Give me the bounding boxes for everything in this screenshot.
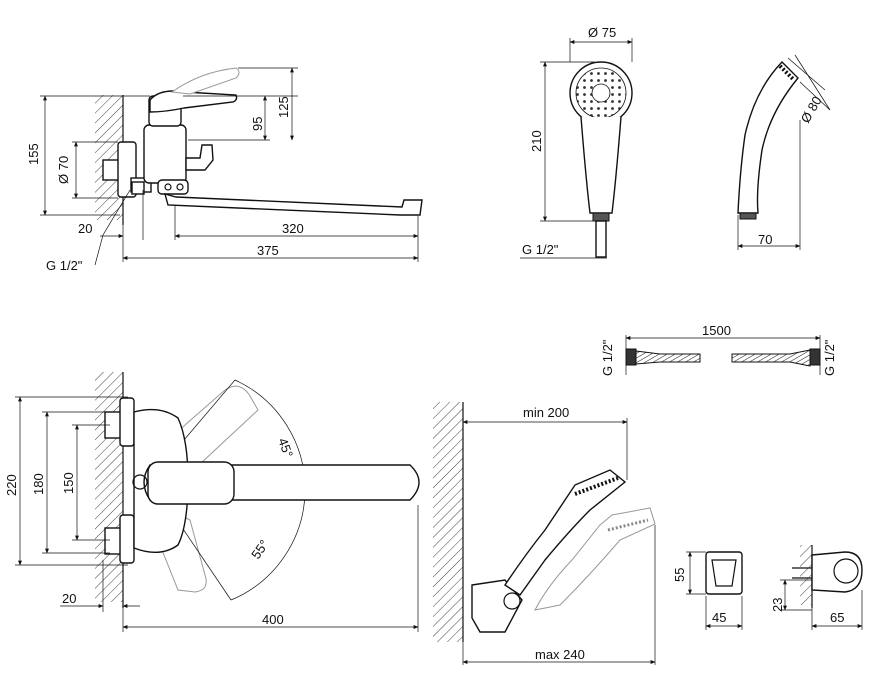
dim-125: 125 xyxy=(276,96,291,118)
dim-95: 95 xyxy=(250,117,265,131)
dim-55: 55 xyxy=(672,568,687,582)
angle-55: 55° xyxy=(248,537,272,562)
dim-75-diameter: Ø 75 xyxy=(588,25,616,40)
thread-g12-hose-left: G 1/2" xyxy=(600,339,615,376)
thread-g12-mixer: G 1/2" xyxy=(46,258,83,273)
wall-hatch xyxy=(800,545,812,605)
wall-hatch xyxy=(95,372,123,602)
dim-180: 180 xyxy=(31,473,46,495)
angle-45: 45° xyxy=(275,436,296,460)
wall-hatch xyxy=(433,402,463,642)
mixer-top-view xyxy=(15,372,420,632)
dim-max-240: max 240 xyxy=(535,647,585,662)
dim-20-bottom: 20 xyxy=(62,591,76,606)
hand-shower-front xyxy=(520,38,633,259)
dim-150: 150 xyxy=(61,472,76,494)
holder-front xyxy=(686,551,743,630)
dim-80-diameter: Ø 80 xyxy=(798,94,825,126)
dim-155: 155 xyxy=(26,143,41,165)
shower-hose xyxy=(625,335,821,375)
thread-g12-hose-right: G 1/2" xyxy=(822,339,837,376)
shower-holder-installation xyxy=(433,402,656,665)
dim-220: 220 xyxy=(4,474,19,496)
dim-23: 23 xyxy=(770,598,785,612)
hand-shower-side xyxy=(737,54,831,250)
dim-375: 375 xyxy=(257,243,279,258)
dim-45: 45 xyxy=(712,610,726,625)
holder-side xyxy=(780,545,863,630)
dim-320: 320 xyxy=(282,221,304,236)
dim-210: 210 xyxy=(529,130,544,152)
dim-min-200: min 200 xyxy=(523,405,569,420)
mixer-side-view xyxy=(40,67,423,266)
dim-1500: 1500 xyxy=(702,323,731,338)
thread-g12-shower: G 1/2" xyxy=(522,242,559,257)
dim-70-side: 70 xyxy=(758,232,772,247)
dim-70-diameter: Ø 70 xyxy=(56,156,71,184)
dim-20-top: 20 xyxy=(78,221,92,236)
dim-400: 400 xyxy=(262,612,284,627)
dim-65: 65 xyxy=(830,610,844,625)
